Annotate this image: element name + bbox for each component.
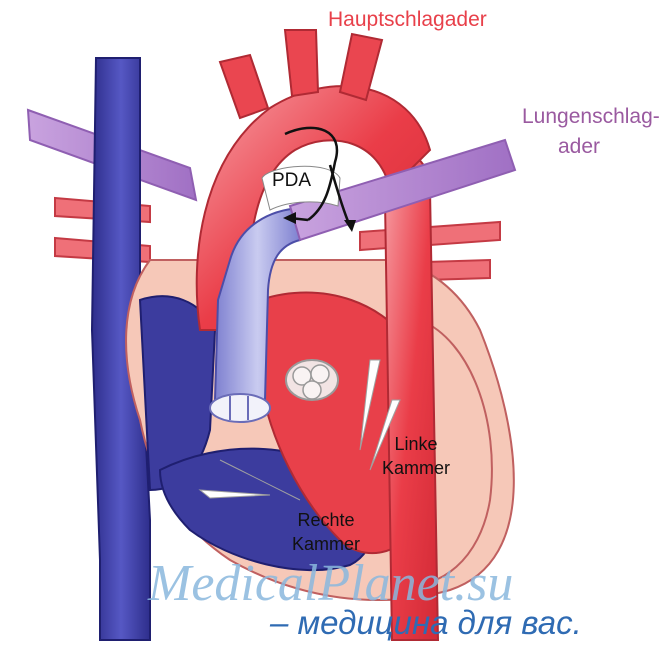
left-ventricle-label-line1: Linke <box>382 432 450 456</box>
pulmonary-label-line1: Lungenschlag- <box>522 102 660 132</box>
pulmonary-valve <box>210 394 270 422</box>
aorta-label: Hauptschlagader <box>328 8 487 32</box>
aortic-valve <box>286 360 338 400</box>
pulmonary-artery-label: Lungenschlag- ader <box>522 102 660 162</box>
right-ventricle-label: Rechte Kammer <box>292 508 360 556</box>
pda-label: PDA <box>272 170 311 192</box>
left-ventricle-label: Linke Kammer <box>382 432 450 480</box>
watermark-slogan: – медицина для вас. <box>270 604 582 642</box>
pulmonary-label-line2: ader <box>522 132 660 162</box>
left-ventricle-label-line2: Kammer <box>382 456 450 480</box>
right-ventricle-label-line1: Rechte <box>292 508 360 532</box>
right-ventricle-label-line2: Kammer <box>292 532 360 556</box>
